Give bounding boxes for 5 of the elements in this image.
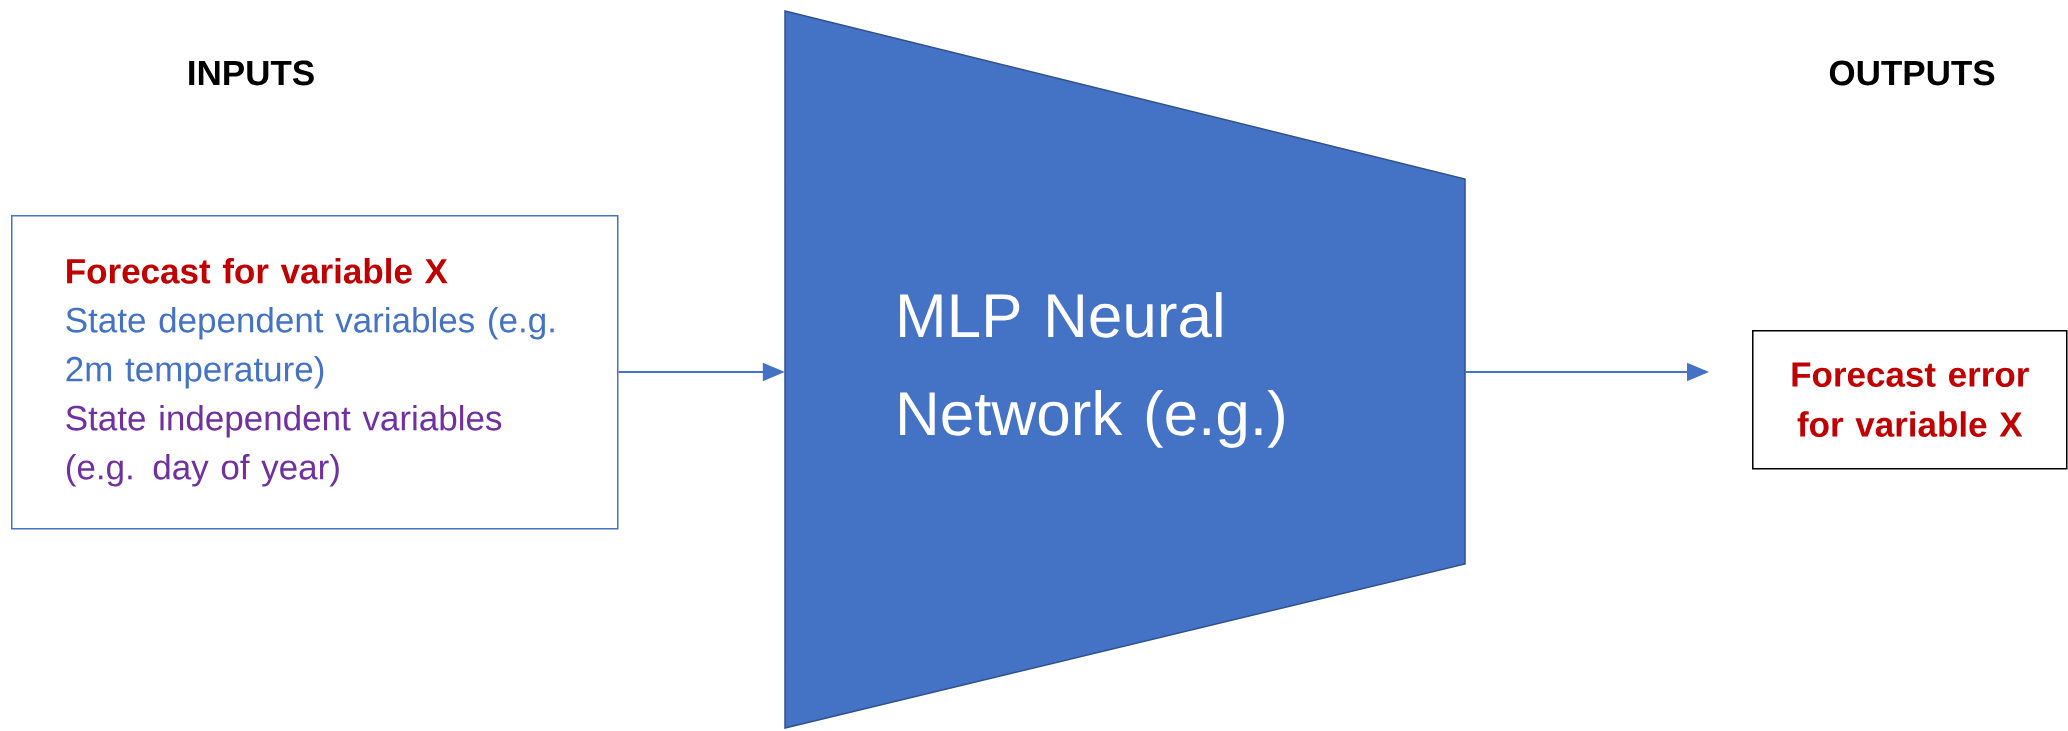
trapezoid-block: MLP Neural Network (e.g.) — [784, 10, 1466, 729]
input-box: Forecast for variable X State dependent variables (e.g. 2m temperature) State independent variables (e.g. day of year) — [11, 215, 619, 530]
output-box: Forecast error for variable X — [1752, 330, 2068, 470]
heading-label: INPUTS — [189, 60, 314, 86]
heading-label: OUTPUTS — [1829, 60, 1995, 86]
